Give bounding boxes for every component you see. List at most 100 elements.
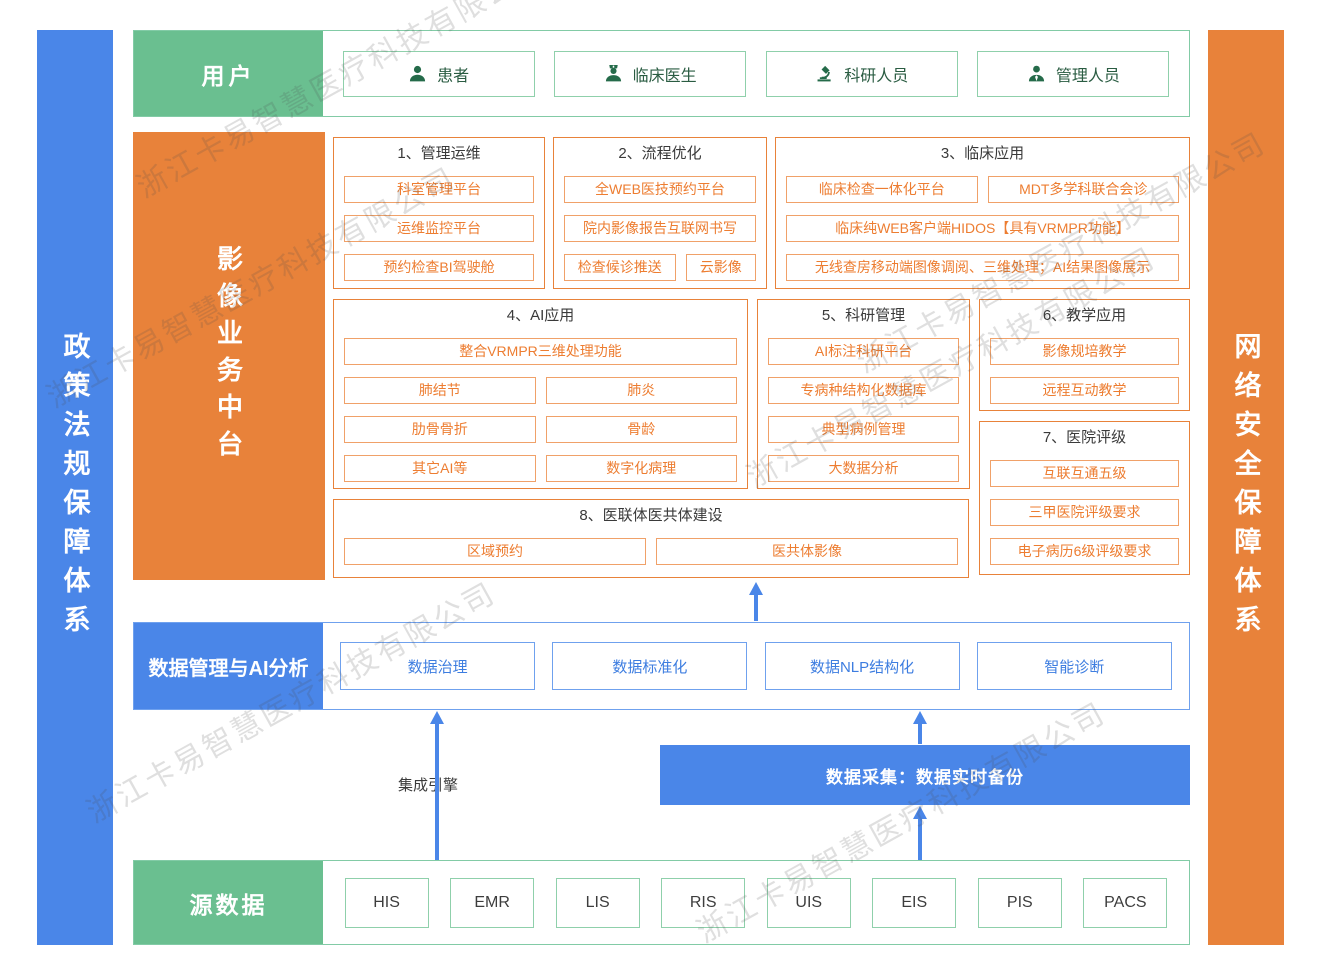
source-data-content: HIS EMR LIS RIS UIS EIS PIS PACS <box>323 861 1189 944</box>
network-security-bar: 网络安全保障体系 <box>1208 30 1284 945</box>
patient-icon <box>409 65 426 82</box>
section-title: 4、AI应用 <box>506 307 575 324</box>
section-hospital-rating: 7、医院评级 互联互通五级 三甲医院评级要求 电子病历6级评级要求 <box>979 421 1190 575</box>
data-box: 数据治理 <box>340 642 536 690</box>
doctor-icon <box>605 65 621 82</box>
section-item: 预约检查BI驾驶舱 <box>344 254 534 281</box>
data-management-label: 数据管理与AI分析 <box>134 623 323 709</box>
section-item: 肺结节 <box>344 377 536 404</box>
users-row-label: 用户 <box>134 31 323 116</box>
user-box-researcher: 科研人员 <box>765 50 958 97</box>
section-item: 数字化病理 <box>545 455 737 482</box>
section-item: 运维监控平台 <box>344 215 534 242</box>
policy-regulation-bar: 政策法规保障体系 <box>37 30 113 945</box>
section-title: 3、临床应用 <box>940 145 1025 162</box>
section-item: 其它AI等 <box>344 455 536 482</box>
source-box: EIS <box>872 877 957 928</box>
data-box: 数据标准化 <box>552 642 748 690</box>
section-research-management: 5、科研管理 AI标注科研平台 专病种结构化数据库 典型病例管理 大数据分析 <box>757 299 970 489</box>
section-item: 无线查房移动端图像调阅、三维处理；AI结果图像展示 <box>786 254 1179 281</box>
source-box: UIS <box>766 877 851 928</box>
section-item: 肺炎 <box>545 377 737 404</box>
section-title: 8、医联体医共体建设 <box>579 507 723 524</box>
arrow-shaft <box>435 724 439 860</box>
section-item: 院内影像报告互联网书写 <box>564 215 756 242</box>
section-title: 1、管理运维 <box>397 145 481 162</box>
users-row: 用户 患者 临床医生 科研人员 <box>133 30 1190 117</box>
source-box: PACS <box>1083 877 1168 928</box>
section-title: 2、流程优化 <box>618 145 702 162</box>
users-row-content: 患者 临床医生 科研人员 <box>323 31 1189 116</box>
arrow-head-icon <box>749 582 763 595</box>
manager-icon <box>1028 65 1044 82</box>
section-process-optimization: 2、流程优化 全WEB医技预约平台 院内影像报告互联网书写 检查候诊推送 云影像 <box>553 137 767 289</box>
section-item: 临床纯WEB客户端HIDOS【具有VRMPR功能】 <box>786 215 1179 242</box>
arrow-head-icon <box>430 711 444 724</box>
section-item: 肋骨骨折 <box>344 416 536 443</box>
section-item: 临床检查一体化平台 <box>786 176 978 203</box>
section-item-row: 其它AI等 数字化病理 <box>344 455 737 482</box>
user-box-manager: 管理人员 <box>977 50 1170 97</box>
section-item: 专病种结构化数据库 <box>768 377 959 404</box>
section-item-row: 区域预约 医共体影像 <box>344 538 958 565</box>
arrow-head-icon <box>913 711 927 724</box>
source-data-row: 源数据 HIS EMR LIS RIS UIS EIS PIS PACS <box>133 860 1190 945</box>
section-teaching-application: 6、教学应用 影像规培教学 远程互动教学 <box>979 299 1190 411</box>
section-item-row: 临床检查一体化平台 MDT多学科联合会诊 <box>786 176 1179 203</box>
data-collection-box: 数据采集：数据实时备份 <box>660 745 1190 805</box>
integration-engine-label: 集成引擎 <box>398 777 459 794</box>
policy-regulation-label: 政策法规保障体系 <box>59 331 90 644</box>
section-item-row: 检查候诊推送 云影像 <box>564 254 756 281</box>
imaging-platform-label-box: 影像业务中台 <box>133 132 325 580</box>
section-item: 检查候诊推送 <box>564 254 676 281</box>
data-management-row: 数据管理与AI分析 数据治理 数据标准化 数据NLP结构化 智能诊断 <box>133 622 1190 710</box>
imaging-platform-label: 影像业务中台 <box>213 245 244 467</box>
network-security-label: 网络安全保障体系 <box>1230 331 1261 644</box>
arrow-up-integration-engine <box>430 711 444 860</box>
user-label-manager: 管理人员 <box>1055 67 1120 85</box>
arrow-shaft <box>918 724 922 744</box>
source-box: RIS <box>661 877 746 928</box>
section-item: 整合VRMPR三维处理功能 <box>344 338 737 365</box>
arrow-up-source-to-collection <box>913 806 927 860</box>
data-management-content: 数据治理 数据标准化 数据NLP结构化 智能诊断 <box>323 623 1189 709</box>
section-item: 科室管理平台 <box>344 176 534 203</box>
microscope-icon <box>817 65 831 82</box>
section-item: 大数据分析 <box>768 455 959 482</box>
user-box-patient: 患者 <box>342 50 535 97</box>
arrow-shaft <box>918 819 922 860</box>
section-item: 远程互动教学 <box>990 377 1179 404</box>
user-label-researcher: 科研人员 <box>844 67 909 85</box>
section-title: 7、医院评级 <box>1042 429 1127 446</box>
arrow-up-collection-to-data-mgmt <box>913 711 927 744</box>
arrow-head-icon <box>913 806 927 819</box>
section-item: 三甲医院评级要求 <box>990 499 1179 526</box>
section-item-row: 肋骨骨折 骨龄 <box>344 416 737 443</box>
section-item: 电子病历6级评级要求 <box>990 538 1179 565</box>
arrow-shaft <box>754 595 758 621</box>
section-ai-application: 4、AI应用 整合VRMPR三维处理功能 肺结节 肺炎 肋骨骨折 骨龄 其它AI… <box>333 299 748 489</box>
arrow-up-data-mgmt-to-platform <box>749 582 763 621</box>
source-box: LIS <box>555 877 640 928</box>
section-title: 5、科研管理 <box>821 307 906 324</box>
section-item: 云影像 <box>685 254 756 281</box>
user-label-patient: 患者 <box>437 67 470 85</box>
section-item: 互联互通五级 <box>990 460 1179 487</box>
section-item: 全WEB医技预约平台 <box>564 176 756 203</box>
section-item: 医共体影像 <box>656 538 958 565</box>
user-label-clinician: 临床医生 <box>632 67 697 85</box>
user-box-clinician: 临床医生 <box>554 50 747 97</box>
section-item-row: 肺结节 肺炎 <box>344 377 737 404</box>
source-data-label: 源数据 <box>134 861 323 944</box>
source-box: HIS <box>344 877 429 928</box>
source-box: PIS <box>977 877 1062 928</box>
section-clinical-application: 3、临床应用 临床检查一体化平台 MDT多学科联合会诊 临床纯WEB客户端HID… <box>775 137 1190 289</box>
section-item: 骨龄 <box>545 416 737 443</box>
data-box: 数据NLP结构化 <box>764 642 960 690</box>
section-title: 6、教学应用 <box>1042 307 1127 324</box>
section-item: AI标注科研平台 <box>768 338 959 365</box>
section-item: 典型病例管理 <box>768 416 959 443</box>
section-item: 区域预约 <box>344 538 646 565</box>
section-management-ops: 1、管理运维 科室管理平台 运维监控平台 预约检查BI驾驶舱 <box>333 137 545 289</box>
